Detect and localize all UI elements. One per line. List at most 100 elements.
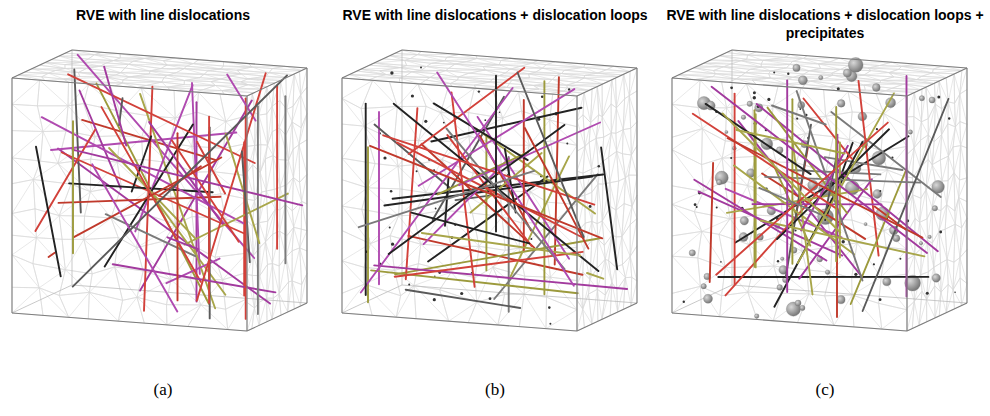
cube-edge: [577, 68, 637, 96]
dislocation-loop: [842, 240, 845, 243]
dislocation-loop: [954, 291, 956, 293]
dislocation-loop: [499, 112, 501, 114]
panel-label: (a): [133, 380, 193, 400]
dislocation-loop: [753, 91, 756, 94]
dislocation-loop: [598, 165, 601, 168]
line-dislocation: [149, 122, 222, 224]
line-dislocation: [69, 183, 213, 192]
line-dislocation: [793, 144, 813, 295]
precipitate: [864, 223, 867, 226]
cube-edge: [636, 68, 637, 303]
dislocation-loop: [566, 143, 568, 145]
precipitate: [795, 300, 801, 306]
dislocation-loop: [837, 87, 840, 90]
dislocation-loop: [541, 95, 544, 98]
precipitate: [800, 305, 805, 310]
dislocation-loop: [948, 117, 950, 119]
cube-edge: [341, 78, 342, 313]
line-dislocation: [710, 163, 713, 282]
dislocation-loop: [411, 94, 414, 97]
panel-title: RVE with line dislocations + dislocation…: [655, 6, 990, 42]
dislocation-loop: [773, 71, 775, 73]
dislocation-loop: [391, 243, 394, 246]
precipitate: [754, 314, 759, 319]
cube-edge: [12, 78, 247, 96]
line-dislocation: [276, 86, 278, 249]
precipitate: [825, 270, 830, 275]
dislocation-loop: [694, 203, 697, 206]
cube-edge: [247, 303, 307, 331]
line-dislocation: [859, 81, 879, 256]
cube-edge: [672, 50, 732, 78]
dislocation-loop: [937, 96, 940, 99]
dislocation-loop: [696, 206, 698, 208]
panel-title: RVE with line dislocations + dislocation…: [325, 6, 665, 24]
dislocation-loop: [787, 73, 789, 75]
line-dislocation: [712, 87, 927, 253]
line-dislocation: [383, 135, 594, 204]
line-dislocation: [863, 99, 949, 311]
dislocation-loop: [730, 86, 733, 89]
precipitate: [837, 296, 845, 304]
line-dislocation: [786, 81, 788, 293]
precipitate: [747, 101, 752, 106]
dislocation-loop: [720, 261, 722, 263]
precipitate: [777, 285, 783, 291]
precipitate: [929, 97, 935, 103]
dislocation-loop: [777, 260, 779, 262]
dislocation-loop: [548, 306, 551, 309]
rve-cube: [12, 50, 307, 331]
dislocation-loop: [530, 238, 532, 240]
line-dislocation: [411, 213, 529, 244]
cube-edge: [12, 313, 247, 331]
dislocation-loop: [383, 156, 386, 159]
line-dislocation: [359, 171, 534, 227]
line-dislocation: [104, 67, 126, 146]
cube-edge: [907, 68, 967, 96]
dislocation-loop: [796, 118, 798, 120]
dislocation-loop: [767, 98, 770, 101]
panel-label: (b): [465, 380, 525, 400]
cube-edge: [402, 50, 403, 285]
line-dislocation: [406, 108, 418, 279]
line-dislocation: [718, 276, 928, 278]
line-dislocation: [68, 74, 255, 163]
dislocation-loop: [389, 227, 391, 229]
cube-edge: [342, 50, 402, 78]
cube-edge: [672, 313, 907, 331]
line-dislocation: [167, 237, 198, 249]
cube-edge: [342, 78, 577, 96]
dislocation-loop: [568, 88, 570, 90]
cube-edge: [342, 313, 577, 331]
line-dislocation: [495, 76, 497, 232]
dislocation-loop: [489, 297, 492, 300]
cube-edge: [732, 285, 967, 303]
precipitate: [701, 284, 706, 289]
line-dislocation: [434, 103, 528, 160]
panel-label: (c): [795, 380, 855, 400]
dislocation-loop: [795, 229, 797, 231]
line-dislocation: [73, 75, 287, 286]
rve-cube: [342, 50, 637, 331]
cube-edge: [72, 50, 307, 68]
cube-edge: [247, 68, 307, 96]
dislocation-loop: [589, 205, 592, 208]
line-dislocation: [716, 123, 888, 275]
precipitate: [919, 96, 924, 101]
line-dislocation: [73, 150, 303, 206]
precipitate: [919, 241, 923, 245]
dislocation-loop: [435, 208, 437, 210]
dislocation-loop: [443, 122, 445, 124]
line-dislocation: [723, 113, 841, 232]
line-dislocation: [242, 151, 250, 262]
cube-edge: [671, 78, 672, 313]
line-dislocation: [92, 164, 177, 311]
dislocation-loop: [408, 283, 410, 285]
dislocation-loop: [873, 263, 875, 265]
dislocation-loop: [939, 231, 942, 234]
line-dislocation: [365, 104, 367, 296]
dislocation-loop: [390, 190, 393, 193]
dislocation-loop: [390, 71, 393, 74]
cube-edge: [12, 285, 72, 313]
dislocation-loop: [854, 273, 857, 276]
